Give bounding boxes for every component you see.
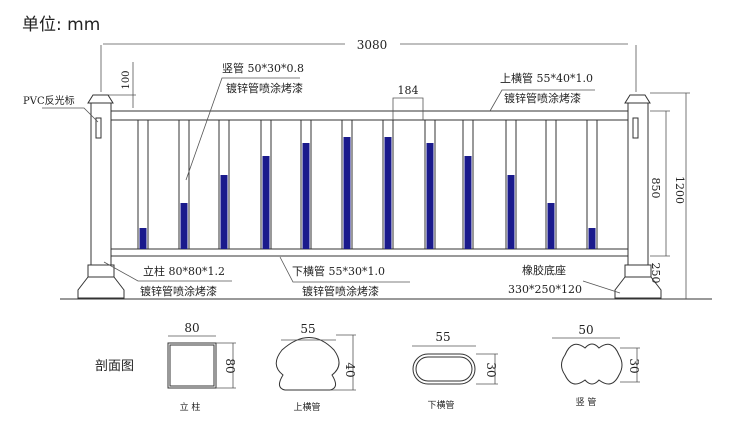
left-post <box>77 94 125 299</box>
post-finish: 镀锌管喷涂烤漆 <box>140 284 217 298</box>
right-post <box>614 94 662 299</box>
picket-fill <box>343 137 351 249</box>
spacing-dimension: 184 <box>392 84 424 120</box>
picket-fill <box>384 137 392 249</box>
picket-section-name: 竖 管 <box>576 396 597 408</box>
picket-fill <box>220 175 228 249</box>
picket-fill <box>588 228 596 249</box>
post-width: 80 <box>184 321 199 335</box>
top-offset-dimension: 100 <box>108 62 136 108</box>
bottom-rail-section-name: 下横管 <box>427 399 454 411</box>
post-label: 立柱 80*80*1.2 <box>143 264 225 278</box>
rail-height-value: 850 <box>649 178 662 199</box>
base-size: 330*250*120 <box>508 283 582 296</box>
picket-width: 50 <box>578 323 593 337</box>
picket-fill <box>302 143 310 249</box>
top-offset-value: 100 <box>121 70 132 89</box>
picket-fill <box>180 203 188 249</box>
bottom-rail-finish: 镀锌管喷涂烤漆 <box>302 284 379 298</box>
section-post: 80 80 立 柱 <box>167 321 237 413</box>
bottom-rail-width: 55 <box>435 330 450 344</box>
picket-label: 竖管 50*30*0.8 <box>222 61 304 75</box>
top-rail <box>110 110 629 121</box>
pickets <box>137 119 598 250</box>
unit-label: 单位: mm <box>22 15 100 35</box>
top-rail-height: 40 <box>343 362 357 377</box>
picket-fill <box>426 143 434 249</box>
total-height-value: 1200 <box>673 176 686 204</box>
bottom-rail <box>110 248 629 257</box>
spacing-value: 184 <box>398 84 419 97</box>
picket-fill <box>262 156 270 249</box>
top-rail-section-name: 上横管 <box>293 401 320 413</box>
picket-fill <box>547 203 555 249</box>
top-rail-label: 上横管 55*40*1.0 <box>500 71 593 85</box>
top-rail-finish: 镀锌管喷涂烤漆 <box>504 91 581 105</box>
section-title: 剖面图 <box>95 359 134 374</box>
bottom-rail-height: 30 <box>484 362 498 377</box>
length-dimension: 3080 <box>100 38 637 92</box>
base-label: 橡胶底座 <box>522 263 566 277</box>
section-bottom-rail: 55 30 下横管 <box>412 330 498 411</box>
post-section-name: 立 柱 <box>180 401 201 413</box>
height-dimensions: 850 1200 250 <box>649 92 690 299</box>
base-height-value: 250 <box>649 263 662 284</box>
post-height: 80 <box>223 358 237 373</box>
picket-fill <box>507 175 515 249</box>
picket-height: 30 <box>627 358 641 373</box>
section-top-rail: 55 40 上横管 <box>275 322 357 413</box>
bottom-rail-label: 下横管 55*30*1.0 <box>292 264 385 278</box>
section-picket: 50 30 竖 管 <box>552 323 641 408</box>
picket-fill <box>139 228 147 249</box>
picket-finish: 镀锌管喷涂烤漆 <box>226 81 303 95</box>
reflector-icon <box>95 117 102 139</box>
picket-fill <box>464 156 472 249</box>
top-rail-width: 55 <box>300 322 315 336</box>
reflector-label: PVC反光标 <box>23 94 75 107</box>
reflector-icon <box>632 117 639 139</box>
length-value: 3080 <box>357 38 388 52</box>
